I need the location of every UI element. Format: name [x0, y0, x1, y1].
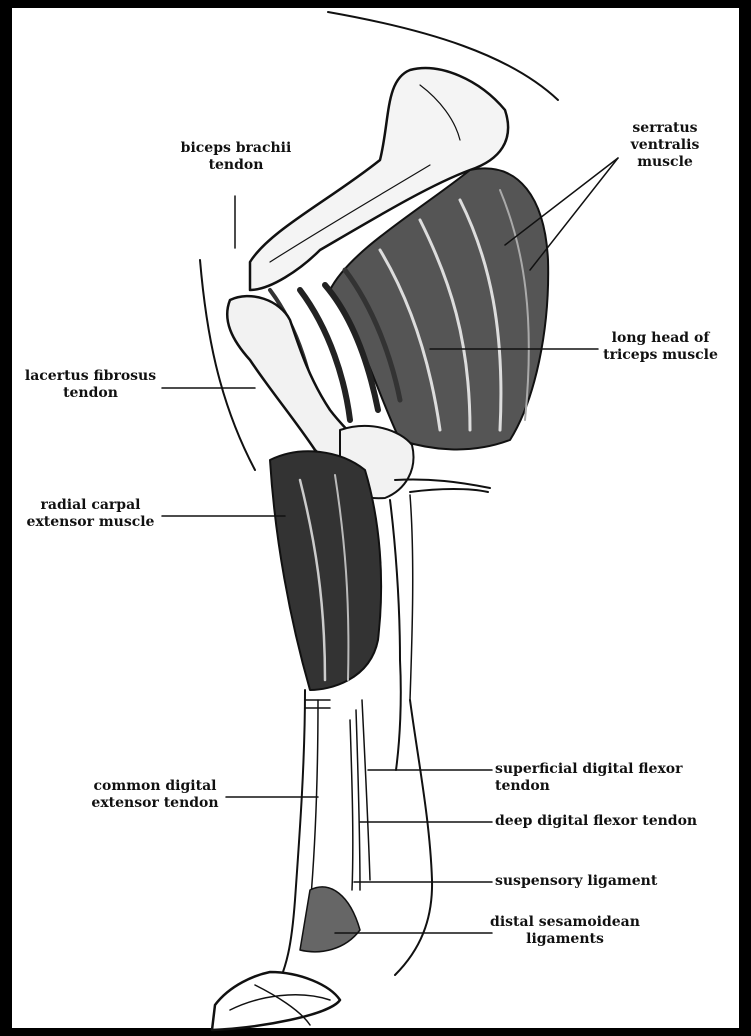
label-deep-digital-flexor-tendon: deep digital flexor tendon: [495, 813, 725, 830]
superficial-digital-flexor-tendon: [362, 700, 370, 880]
label-biceps-brachii-tendon: biceps brachii tendon: [165, 140, 307, 174]
front-chest-outline: [200, 260, 255, 470]
label-distal-sesamoidean-ligaments: distal sesamoidean ligaments: [485, 914, 645, 948]
label-superficial-digital-flexor-tendon: superficial digital flexor tendon: [495, 761, 735, 795]
suspensory-ligament: [350, 720, 353, 890]
label-common-digital-extensor-tendon: common digital extensor tendon: [82, 778, 228, 812]
distal-sesamoidean-ligaments: [300, 887, 360, 952]
cannon-front-outline: [270, 690, 305, 1000]
belly-outline: [410, 489, 488, 492]
leader-serratus-2: [530, 158, 618, 270]
label-long-head-of-triceps-muscle: long head of triceps muscle: [598, 330, 723, 364]
forearm-caudal-outline: [390, 500, 401, 770]
label-lacertus-fibrosus-tendon: lacertus fibrosus tendon: [18, 368, 163, 402]
deep-digital-flexor-tendon: [356, 710, 360, 890]
label-serratus-ventralis-muscle: serratus ventralis muscle: [615, 120, 715, 171]
elbow-skin-line: [395, 479, 490, 488]
hoof: [212, 972, 340, 1030]
label-suspensory-ligament: suspensory ligament: [495, 873, 695, 890]
label-radial-carpal-extensor-muscle: radial carpal extensor muscle: [18, 497, 163, 531]
